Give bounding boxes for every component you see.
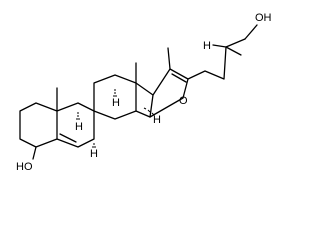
ring-b [56,102,95,148]
molecule-diagram: HO OH O H H H H H [16,12,272,173]
side-chain [187,38,246,80]
side-chain-oh-bond [244,24,258,40]
ring-a [19,102,58,148]
h-label-c14: H [112,97,120,109]
structure-svg: HO OH O H H H H H [16,12,272,173]
furan-oxygen-label: O [179,95,188,107]
double-bond-c5-c6 [59,133,77,143]
ring-e [149,68,189,118]
side-chain-h-bond [212,44,227,48]
h-label-c9: H [90,148,98,160]
ring-d [135,82,154,118]
skeleton-bonds [19,24,258,160]
hydroxyl-label-ring-a: HO [16,161,33,173]
h-label-c17: H [153,114,161,126]
ring-a-oh-bond [32,146,37,160]
h-label-c8: H [75,121,83,133]
double-bond-ring-e [171,73,187,83]
stereo-bonds [76,89,155,148]
methyl-c20 [167,47,171,70]
side-chain-h-label: H [203,40,211,52]
hydroxyl-label-side-chain: OH [255,12,272,24]
side-chain-methyl [225,46,242,56]
